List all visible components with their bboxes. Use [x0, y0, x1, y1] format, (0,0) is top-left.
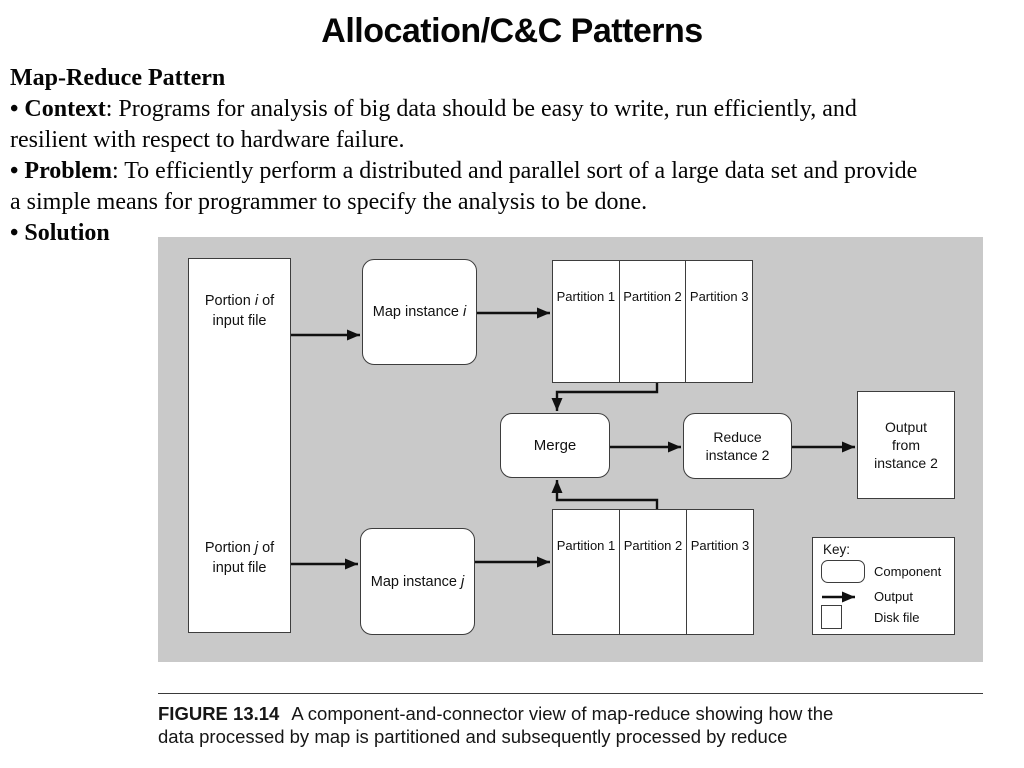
key-title: Key:: [823, 542, 851, 557]
caption-text-line1: A component-and-connector view of map-re…: [291, 703, 834, 724]
merge-box: Merge: [500, 413, 610, 478]
bullet-problem-label: • Problem: [10, 158, 112, 184]
reduce-line1: Reduce: [713, 429, 762, 445]
key-disk-label: Disk file: [874, 610, 920, 625]
partition-top-2: Partition 2: [620, 261, 687, 382]
portion-i-line2: input file: [212, 313, 267, 329]
bullet-context-text: : Programs for analysis of big data shou…: [105, 96, 857, 122]
output-line3: instance 2: [874, 455, 938, 471]
bullet-problem-line2: a simple means for programmer to specify…: [10, 189, 648, 215]
key-component-label: Component: [874, 564, 942, 579]
bullet-solution: • Solution: [10, 218, 1014, 249]
partition-bottom-3: Partition 3: [690, 538, 750, 553]
disk-file-symbol: [821, 605, 842, 629]
key-output-label: Output: [874, 589, 914, 604]
bullet-problem-line1: • Problem: To efficiently perform a dist…: [10, 156, 1014, 187]
portion-j-line1: Portion j of: [189, 538, 290, 558]
portion-j-pre: Portion: [204, 540, 255, 556]
portion-i-var: i: [254, 293, 259, 309]
portion-j-label: Portion j of input file: [189, 538, 290, 578]
portion-j-line2: input file: [212, 560, 267, 576]
caption-divider: [158, 693, 983, 694]
map-reduce-diagram: Portion i of input file Portion j of inp…: [158, 237, 983, 662]
partition-top-1: Partition 1: [553, 261, 620, 382]
map-i-var: i: [463, 304, 467, 320]
portion-i-line1: Portion i of: [189, 291, 290, 311]
bullet-problem-text: : To efficiently perform a distributed a…: [111, 158, 918, 184]
key-legend: Key: Component Output Disk file: [812, 537, 955, 635]
portion-j-var: j: [254, 540, 259, 556]
map-i-pre: Map instance: [372, 304, 464, 320]
map-instance-j-box: Map instance j: [360, 528, 475, 635]
partition-bottom-2: Partition 2: [620, 510, 687, 634]
reduce-instance-box: Reduce instance 2: [683, 413, 792, 479]
arrow-partitions-bottom-to-merge: [551, 480, 659, 509]
output-line2: from: [892, 437, 920, 453]
portion-j-post: of: [258, 540, 275, 556]
bullet-solution-label: • Solution: [10, 220, 110, 246]
page-title: Allocation/C&C Patterns: [321, 12, 703, 50]
caption-line2: data processed by map is partitioned and…: [158, 726, 788, 747]
figure-number: FIGURE 13.14: [158, 703, 280, 724]
map-instance-i-label: Map instance i: [373, 304, 467, 320]
partition-bottom-1: Partition 1: [553, 510, 620, 634]
map-j-var: j: [461, 573, 465, 590]
map-j-pre: Map instance: [370, 573, 462, 590]
component-symbol: [821, 560, 865, 583]
map-instance-j-label: Map instance j: [371, 574, 465, 590]
body-text: Map-Reduce Pattern • Context: Programs f…: [10, 63, 1014, 249]
caption-line1: FIGURE 13.14 A component-and-connector vi…: [158, 702, 998, 725]
arrow-partitions-top-to-merge: [551, 383, 659, 411]
portion-i-pre: Portion: [204, 293, 255, 309]
bullet-context-line2: resilient with respect to hardware failu…: [10, 127, 405, 153]
partitions-bottom-box: Partition 1 Partition 2 Partition 3: [552, 509, 754, 635]
map-instance-i-box: Map instance i: [362, 259, 477, 365]
bullet-context-line1: • Context: Programs for analysis of big …: [10, 94, 1014, 125]
portion-i-post: of: [258, 293, 275, 309]
reduce-line2: instance 2: [705, 447, 770, 463]
pattern-heading: Map-Reduce Pattern: [10, 65, 226, 91]
input-file-disk: Portion i of input file Portion j of inp…: [188, 258, 291, 633]
portion-i-label: Portion i of input file: [189, 291, 290, 331]
figure-caption: FIGURE 13.14 A component-and-connector vi…: [158, 702, 998, 748]
partition-top-3: Partition 3: [689, 289, 749, 304]
output-line1: Output: [884, 419, 928, 435]
partitions-top-box: Partition 1 Partition 2 Partition 3: [552, 260, 753, 383]
bullet-context-label: • Context: [10, 96, 106, 122]
output-arrow-icon: [822, 591, 855, 603]
output-instance-box: Output from instance 2: [857, 391, 955, 499]
